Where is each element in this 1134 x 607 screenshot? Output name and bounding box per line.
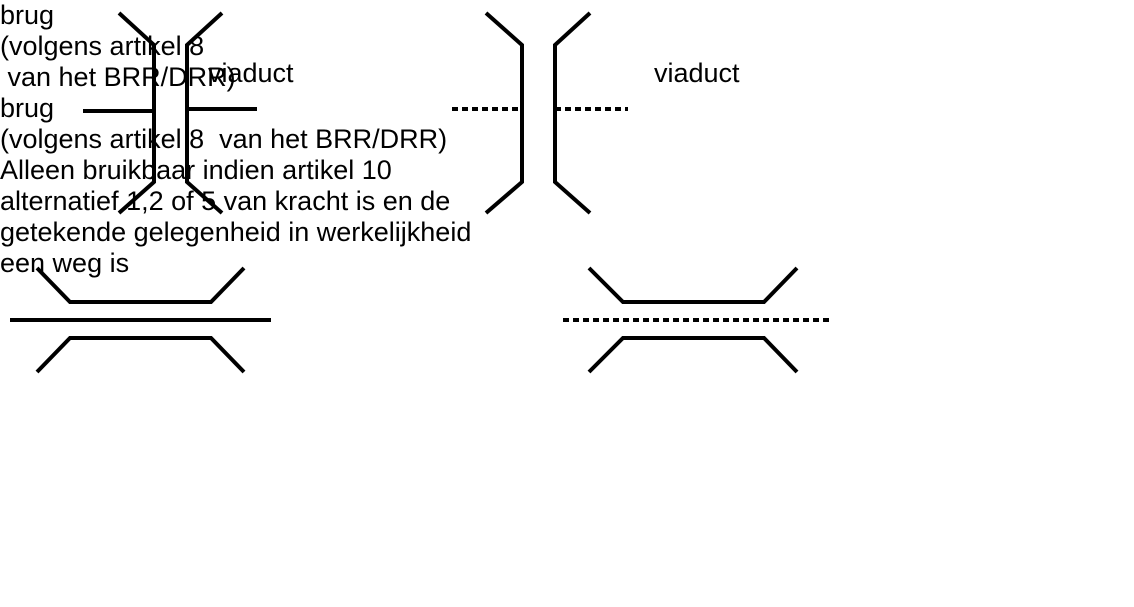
bridge-top-bracket bbox=[35, 266, 246, 304]
viaduct-left-bracket bbox=[117, 11, 156, 215]
viaduct-left-bracket bbox=[484, 11, 524, 215]
bridge-description-left: brug (volgens artikel 8 van het BRR/DRR) bbox=[0, 0, 1134, 93]
bridge-description-right: brug (volgens artikel 8 van het BRR/DRR)… bbox=[0, 93, 1134, 279]
bridge-usage-note-line: getekende gelegenheid in werkelijkheid bbox=[0, 217, 472, 247]
viaduct-right-bracket bbox=[553, 11, 592, 215]
bridge-article-reference: (volgens artikel 8 van het BRR/DRR) bbox=[0, 124, 448, 154]
bridge-usage-note-line: een weg is bbox=[0, 248, 130, 278]
bridge-top-bracket bbox=[587, 266, 799, 304]
bridge-bottom-bracket bbox=[587, 336, 799, 374]
bridge-article-reference: (volgens artikel 8 bbox=[0, 31, 205, 61]
bridge-label: brug bbox=[0, 93, 55, 123]
viaduct-right-bracket bbox=[185, 11, 224, 215]
viaduct-label: viaduct bbox=[654, 58, 740, 88]
bridge-usage-note-line: alternatief 1,2 of 5 van kracht is en de bbox=[0, 186, 451, 216]
bridge-label: brug bbox=[0, 0, 55, 30]
bridge-usage-note-line: Alleen bruikbaar indien artikel 10 bbox=[0, 155, 392, 185]
bridge-article-reference-continued: van het BRR/DRR) bbox=[0, 62, 236, 92]
bridge-bottom-bracket bbox=[35, 336, 246, 374]
viaduct-label: viaduct bbox=[208, 58, 294, 88]
